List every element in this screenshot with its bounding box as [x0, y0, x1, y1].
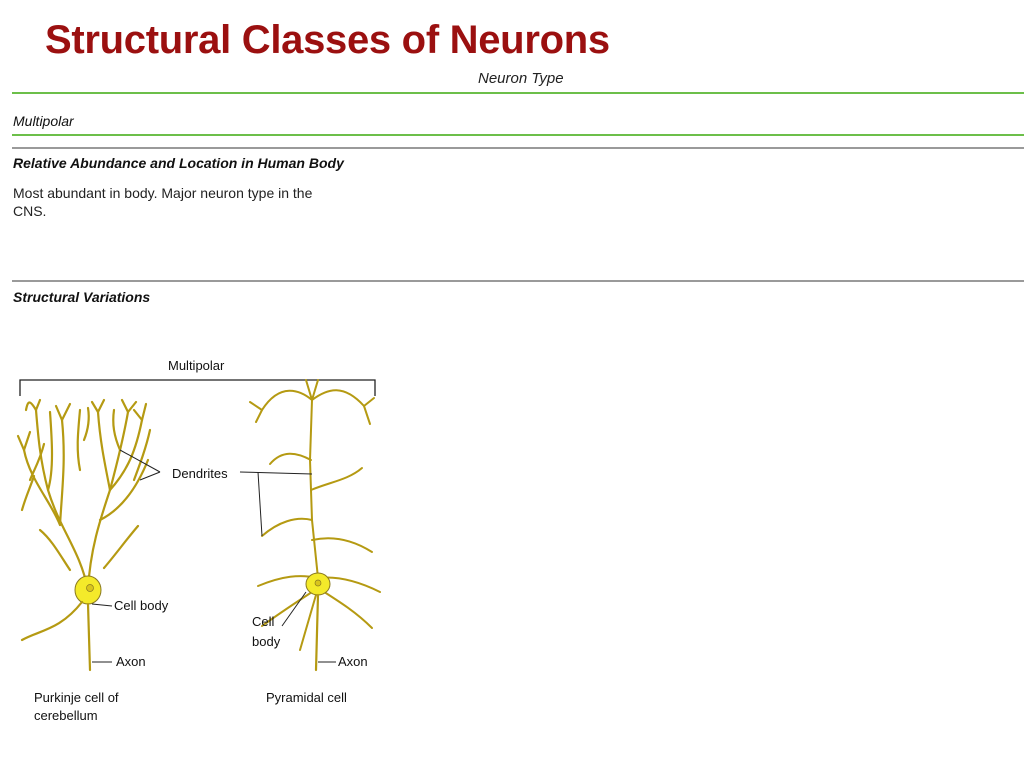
pyramidal-cell [249, 379, 381, 672]
abundance-text: Most abundant in body. Major neuron type… [13, 185, 313, 219]
purkinje-cell [16, 398, 152, 672]
group-bracket [19, 379, 376, 396]
neuron-type-value: Multipolar [13, 113, 74, 129]
caption-purkinje-line2: cerebellum [34, 708, 98, 723]
abundance-heading: Relative Abundance and Location in Human… [13, 155, 344, 171]
neuron-diagram: Multipolar [16, 358, 381, 723]
column-header: Neuron Type [478, 70, 564, 87]
abundance-top-rule [12, 147, 1024, 149]
table-top-rule [12, 92, 1024, 94]
type-row-rule [12, 134, 1024, 136]
cell-body-label-left: Cell body [114, 598, 169, 613]
variations-top-rule [12, 280, 1024, 282]
dendrites-label: Dendrites [172, 466, 228, 481]
slide-title: Structural Classes of Neurons [45, 18, 610, 62]
caption-pyramidal: Pyramidal cell [266, 690, 347, 705]
caption-purkinje-line1: Purkinje cell of [34, 690, 119, 705]
cell-label-right: Cell [252, 614, 275, 629]
multipolar-label: Multipolar [168, 358, 225, 373]
variations-heading: Structural Variations [13, 289, 151, 305]
leader-lines [91, 449, 336, 663]
axon-label-left: Axon [116, 654, 146, 669]
axon-label-right: Axon [338, 654, 368, 669]
body-label-right: body [252, 634, 281, 649]
